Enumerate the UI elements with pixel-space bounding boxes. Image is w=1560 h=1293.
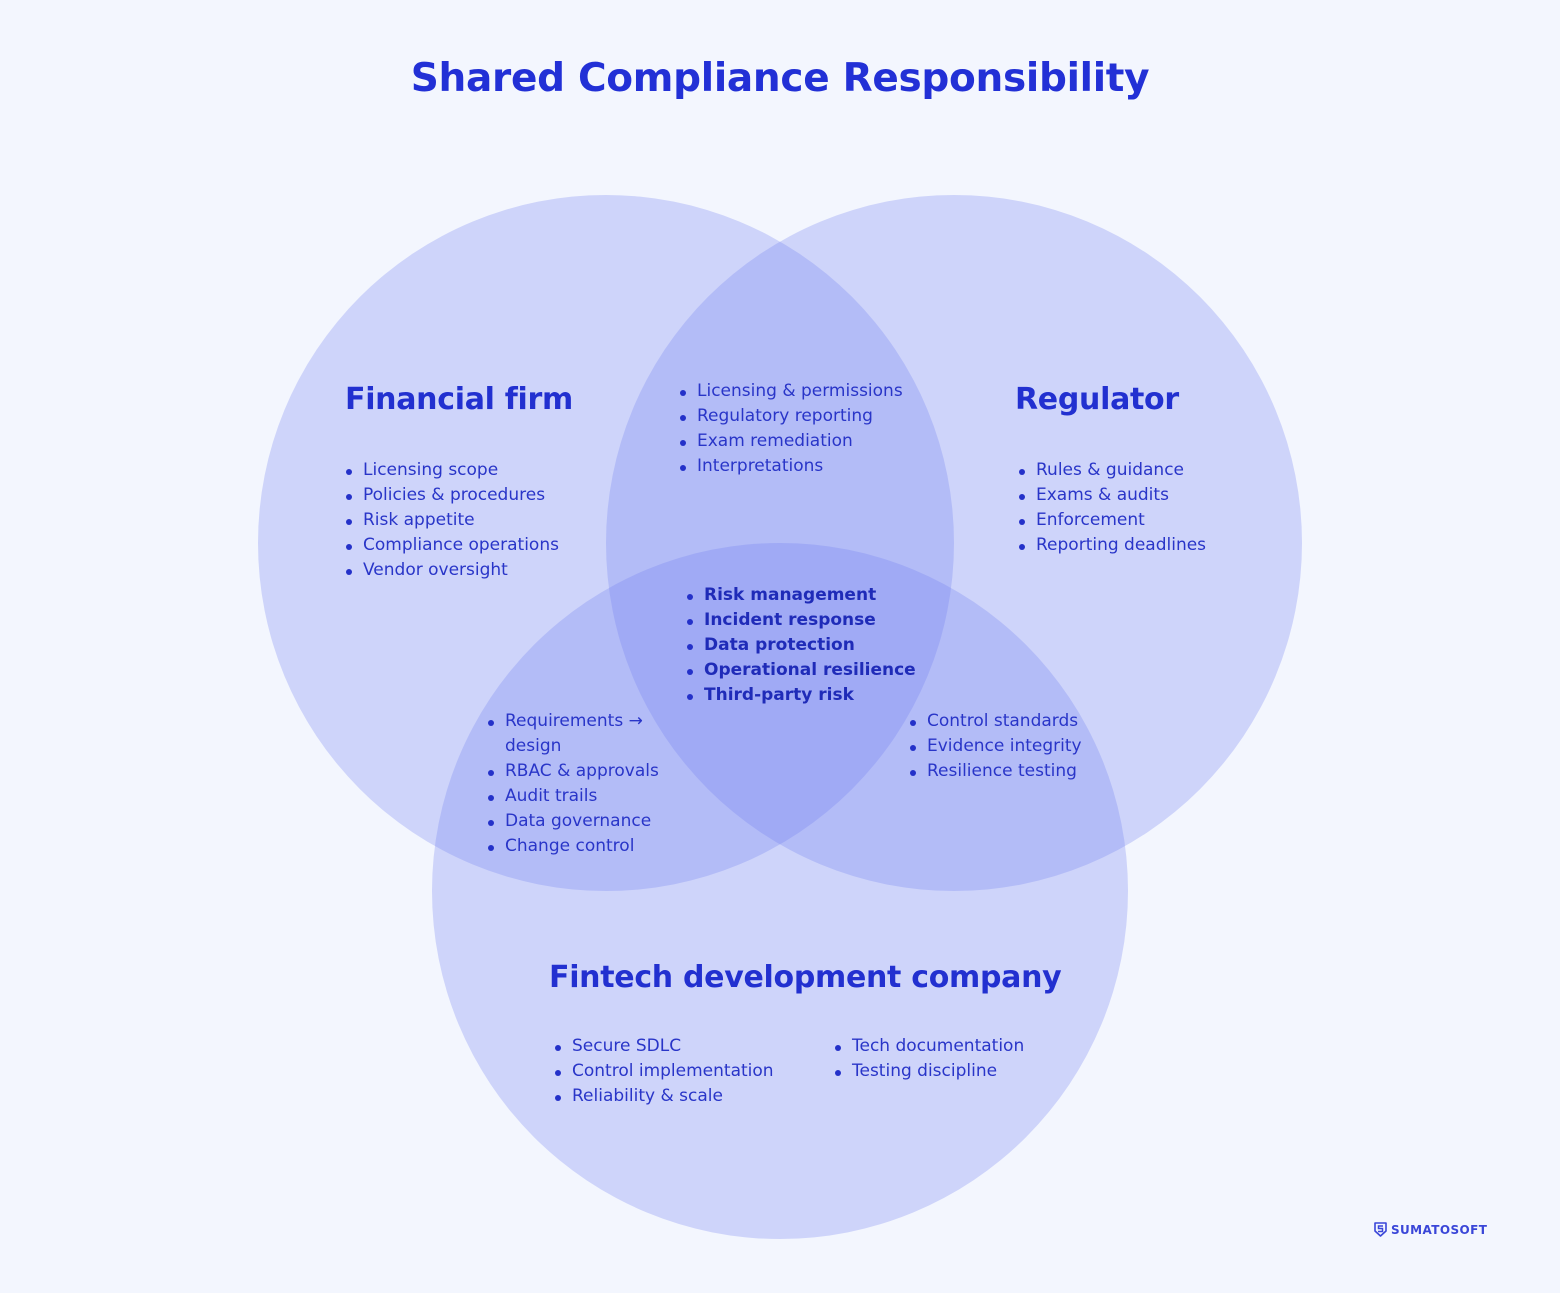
list-item: Compliance operations — [345, 533, 559, 558]
list-item: Reliability & scale — [554, 1084, 774, 1109]
list-overlap-firm-fintech: Requirements → design RBAC & approvals A… — [487, 709, 659, 859]
list-item: Testing discipline — [834, 1059, 1024, 1084]
list-item: Change control — [487, 834, 659, 859]
list-fintech-col1: Secure SDLC Control implementation Relia… — [554, 1034, 774, 1109]
shield-s-icon — [1374, 1222, 1387, 1237]
list-item: RBAC & approvals — [487, 759, 659, 784]
page-title: Shared Compliance Responsibility — [410, 56, 1150, 101]
list-item: Third-party risk — [686, 683, 916, 708]
list-overlap-regulator-fintech: Control standards Evidence integrity Res… — [909, 709, 1082, 784]
heading-fintech: Fintech development company — [549, 960, 1062, 995]
list-item: Exams & audits — [1018, 483, 1206, 508]
list-item: Data protection — [686, 633, 916, 658]
list-item: Data governance — [487, 809, 659, 834]
list-item: Requirements → design — [487, 709, 655, 759]
list-item: Reporting deadlines — [1018, 533, 1206, 558]
list-item: Resilience testing — [909, 759, 1082, 784]
list-regulator: Rules & guidance Exams & audits Enforcem… — [1018, 458, 1206, 558]
list-item: Policies & procedures — [345, 483, 559, 508]
list-item: Licensing & permissions — [679, 379, 903, 404]
list-item: Risk appetite — [345, 508, 559, 533]
list-item: Interpretations — [679, 454, 903, 479]
list-item: Licensing scope — [345, 458, 559, 483]
list-item: Operational resilience — [686, 658, 916, 683]
brand-logo: SUMATOSOFT — [1374, 1222, 1487, 1237]
list-overlap-firm-regulator: Licensing & permissions Regulatory repor… — [679, 379, 903, 479]
list-fintech-col2: Tech documentation Testing discipline — [834, 1034, 1024, 1084]
list-item: Regulatory reporting — [679, 404, 903, 429]
list-item: Enforcement — [1018, 508, 1206, 533]
list-item: Audit trails — [487, 784, 659, 809]
list-item: Control implementation — [554, 1059, 774, 1084]
list-item: Secure SDLC — [554, 1034, 774, 1059]
list-item: Incident response — [686, 608, 916, 633]
circle-regulator — [606, 195, 1302, 891]
list-item: Risk management — [686, 583, 916, 608]
list-item: Rules & guidance — [1018, 458, 1206, 483]
brand-name: SUMATOSOFT — [1391, 1222, 1488, 1237]
list-item: Tech documentation — [834, 1034, 1024, 1059]
list-item: Exam remediation — [679, 429, 903, 454]
circle-financial-firm — [258, 195, 954, 891]
list-financial-firm: Licensing scope Policies & procedures Ri… — [345, 458, 559, 583]
heading-financial-firm: Financial firm — [345, 382, 573, 417]
heading-regulator: Regulator — [1015, 382, 1179, 417]
circle-fintech — [432, 543, 1128, 1239]
list-item: Vendor oversight — [345, 558, 559, 583]
list-item: Control standards — [909, 709, 1082, 734]
list-item: Evidence integrity — [909, 734, 1082, 759]
list-overlap-all: Risk management Incident response Data p… — [686, 583, 916, 708]
